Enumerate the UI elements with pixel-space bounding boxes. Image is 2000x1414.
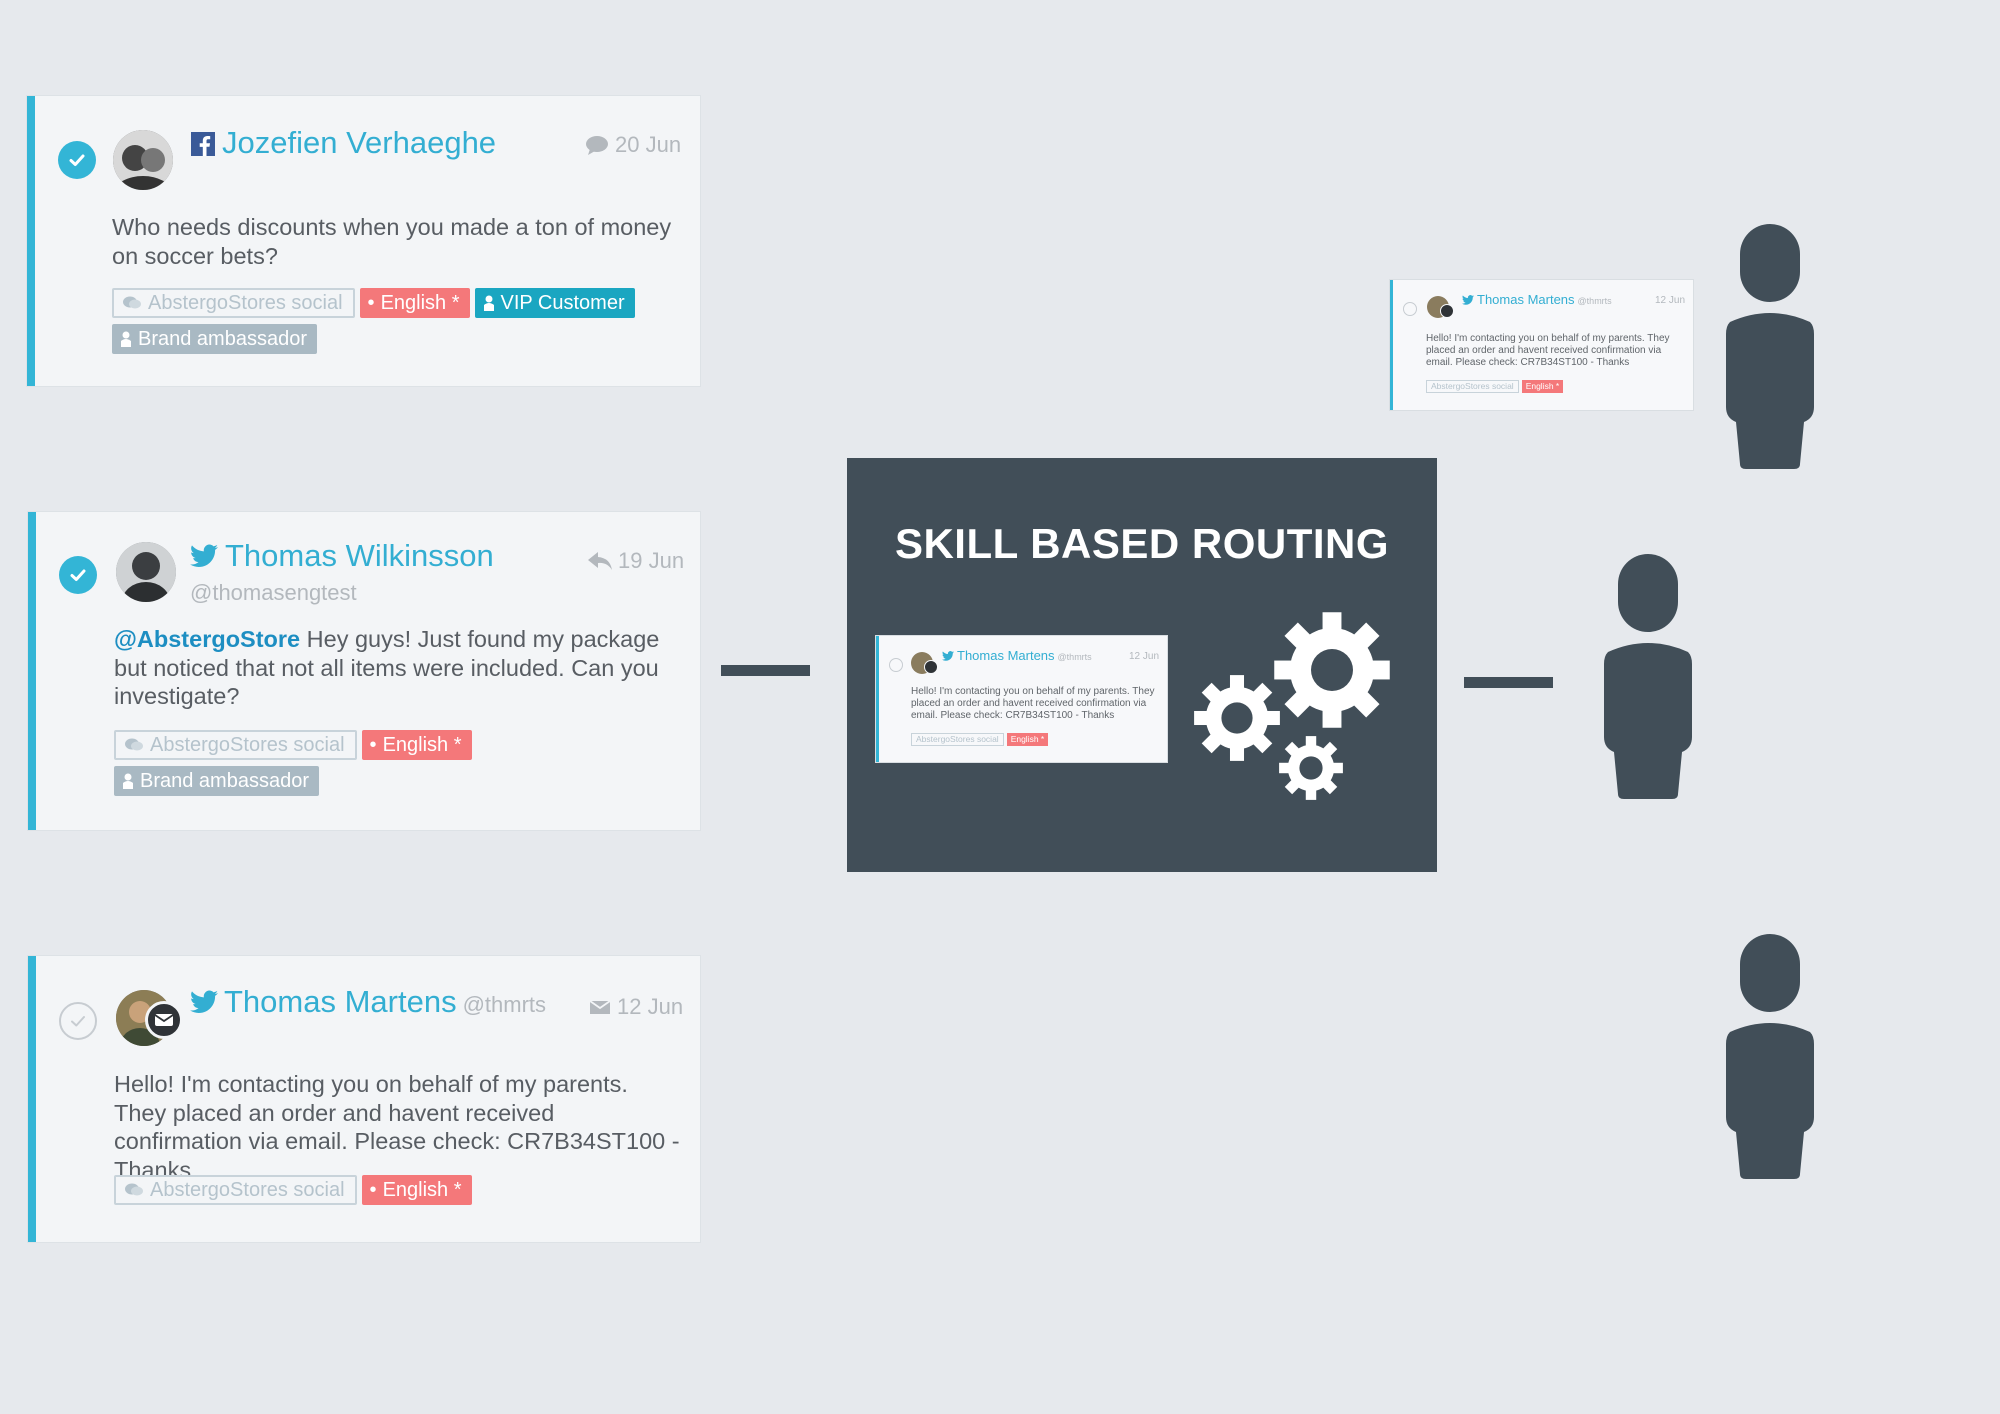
message-text: @AbstergoStore Hey guys! Just found my p…: [114, 625, 686, 711]
tag-brand-label: Brand ambassador: [138, 328, 307, 350]
tag-source: AbstergoStores social: [1426, 380, 1519, 393]
tag-vip-label: VIP Customer: [500, 292, 625, 314]
tag-language-label: English *: [380, 292, 460, 314]
connector-line-left: [721, 665, 810, 676]
routed-conversation-card: Thomas Martens@thmrts 12 Jun Hello! I'm …: [876, 636, 1167, 762]
conversation-card-martens[interactable]: Thomas Martens@thmrts 12 Jun Hello! I'm …: [28, 956, 700, 1242]
twitter-icon: [190, 544, 218, 567]
conversation-card-jozefien[interactable]: Jozefien Verhaeghe 20 Jun Who needs disc…: [27, 96, 700, 386]
tag-language[interactable]: • English *: [361, 730, 472, 760]
message-text: Who needs discounts when you made a ton …: [112, 213, 682, 270]
facebook-icon: [191, 132, 215, 156]
check-icon[interactable]: [59, 1002, 97, 1040]
contact-handle: @thmrts: [462, 992, 547, 1017]
avatar: [113, 130, 173, 190]
twitter-icon: [190, 990, 218, 1013]
person-icon: [1726, 224, 1814, 469]
date-text: 20 Jun: [615, 132, 682, 157]
message-body: Hello! I'm contacting you on behalf of m…: [114, 1071, 680, 1183]
message-text: Hello! I'm contacting you on behalf of m…: [1426, 333, 1670, 368]
contact-handle: @thmrts: [1057, 652, 1092, 662]
conversation-card-wilkinsson[interactable]: Thomas Wilkinsson @thomasengtest 19 Jun …: [28, 512, 700, 830]
tag-list: AbstergoStores social English *: [1426, 380, 1564, 393]
contact-handle: @thmrts: [1577, 296, 1612, 306]
tag-source-label: AbstergoStores social: [150, 734, 345, 756]
date-text: 12 Jun: [617, 994, 684, 1019]
message-date: 20 Jun: [585, 132, 681, 158]
contact-name: Thomas Martens: [957, 648, 1055, 663]
chat-icon: [125, 738, 143, 751]
tag-vip[interactable]: VIP Customer: [474, 288, 635, 318]
person-icon: [1604, 554, 1692, 799]
user-icon: [483, 295, 494, 311]
message-date: 12 Jun: [1655, 295, 1686, 306]
twitter-icon: [942, 651, 954, 661]
tag-brand[interactable]: Brand ambassador: [112, 324, 317, 354]
contact-name-row: Thomas Martens@thmrts: [957, 648, 1092, 663]
tag-source-label: AbstergoStores social: [150, 1179, 345, 1201]
envelope-icon: [1440, 304, 1454, 318]
tag-source[interactable]: AbstergoStores social: [112, 288, 355, 318]
check-icon: [1403, 302, 1417, 316]
person-icon: [1726, 934, 1814, 1179]
contact-handle: @thomasengtest: [190, 580, 357, 605]
chat-icon: [125, 1183, 143, 1196]
chat-icon: [123, 296, 141, 309]
message-body: Who needs discounts when you made a ton …: [112, 214, 672, 269]
reply-icon: [588, 552, 612, 570]
skill-routing-box: SKILL BASED ROUTING Thomas Martens@thmrt…: [847, 458, 1437, 872]
envelope-icon: [924, 660, 938, 674]
tag-language[interactable]: • English *: [359, 288, 470, 318]
tag-source-label: AbstergoStores social: [148, 292, 343, 314]
tag-list: AbstergoStores social • English * Brand …: [114, 730, 514, 796]
message-body: Hey guys! Just found my package but noti…: [114, 626, 660, 709]
tag-language: English *: [1006, 733, 1049, 746]
user-icon: [121, 331, 131, 347]
check-icon: [889, 658, 903, 672]
contact-name[interactable]: Thomas Wilkinsson: [225, 538, 494, 573]
tag-language-label: English *: [382, 734, 462, 756]
message-text: Hello! I'm contacting you on behalf of m…: [114, 1070, 686, 1184]
tag-language: English *: [1521, 380, 1564, 393]
user-icon: [123, 773, 133, 789]
envelope-icon: [145, 1001, 183, 1039]
twitter-icon: [1462, 295, 1474, 305]
contact-name[interactable]: Jozefien Verhaeghe: [222, 125, 497, 160]
contact-name-row: Thomas Martens@thmrts: [224, 984, 546, 1020]
date-text: 19 Jun: [618, 548, 685, 573]
check-icon[interactable]: [58, 141, 96, 179]
tag-list: AbstergoStores social • English *: [114, 1175, 514, 1205]
tag-brand-label: Brand ambassador: [140, 770, 309, 792]
tag-source[interactable]: AbstergoStores social: [114, 730, 357, 760]
tag-brand[interactable]: Brand ambassador: [114, 766, 319, 796]
message-date: 19 Jun: [588, 548, 684, 574]
message-text: Hello! I'm contacting you on behalf of m…: [911, 686, 1155, 721]
contact-name: Thomas Martens: [1477, 292, 1575, 307]
tag-list: AbstergoStores social • English * VIP Cu…: [112, 288, 692, 354]
message-date: 12 Jun: [1129, 651, 1160, 662]
contact-name-row: Thomas Martens@thmrts: [1477, 292, 1612, 307]
envelope-icon: [589, 1000, 611, 1014]
avatar: [116, 542, 176, 602]
dot-icon: •: [369, 1179, 377, 1201]
dot-icon: •: [369, 734, 377, 756]
assigned-conversation-card: Thomas Martens@thmrts 12 Jun Hello! I'm …: [1390, 280, 1693, 410]
dot-icon: •: [367, 292, 375, 314]
tag-language[interactable]: • English *: [361, 1175, 472, 1205]
contact-name[interactable]: Thomas Martens: [224, 984, 457, 1019]
tag-source[interactable]: AbstergoStores social: [114, 1175, 357, 1205]
gears-icon: [1194, 612, 1390, 800]
comment-icon: [586, 136, 608, 155]
tag-list: AbstergoStores social English *: [911, 733, 1049, 746]
router-title: SKILL BASED ROUTING: [894, 520, 1390, 567]
message-date: 12 Jun: [589, 994, 683, 1020]
tag-source: AbstergoStores social: [911, 733, 1004, 746]
tag-language-label: English *: [382, 1179, 462, 1201]
connector-line-right: [1464, 677, 1553, 688]
mention-link[interactable]: @AbstergoStore: [114, 626, 301, 652]
check-icon[interactable]: [59, 556, 97, 594]
